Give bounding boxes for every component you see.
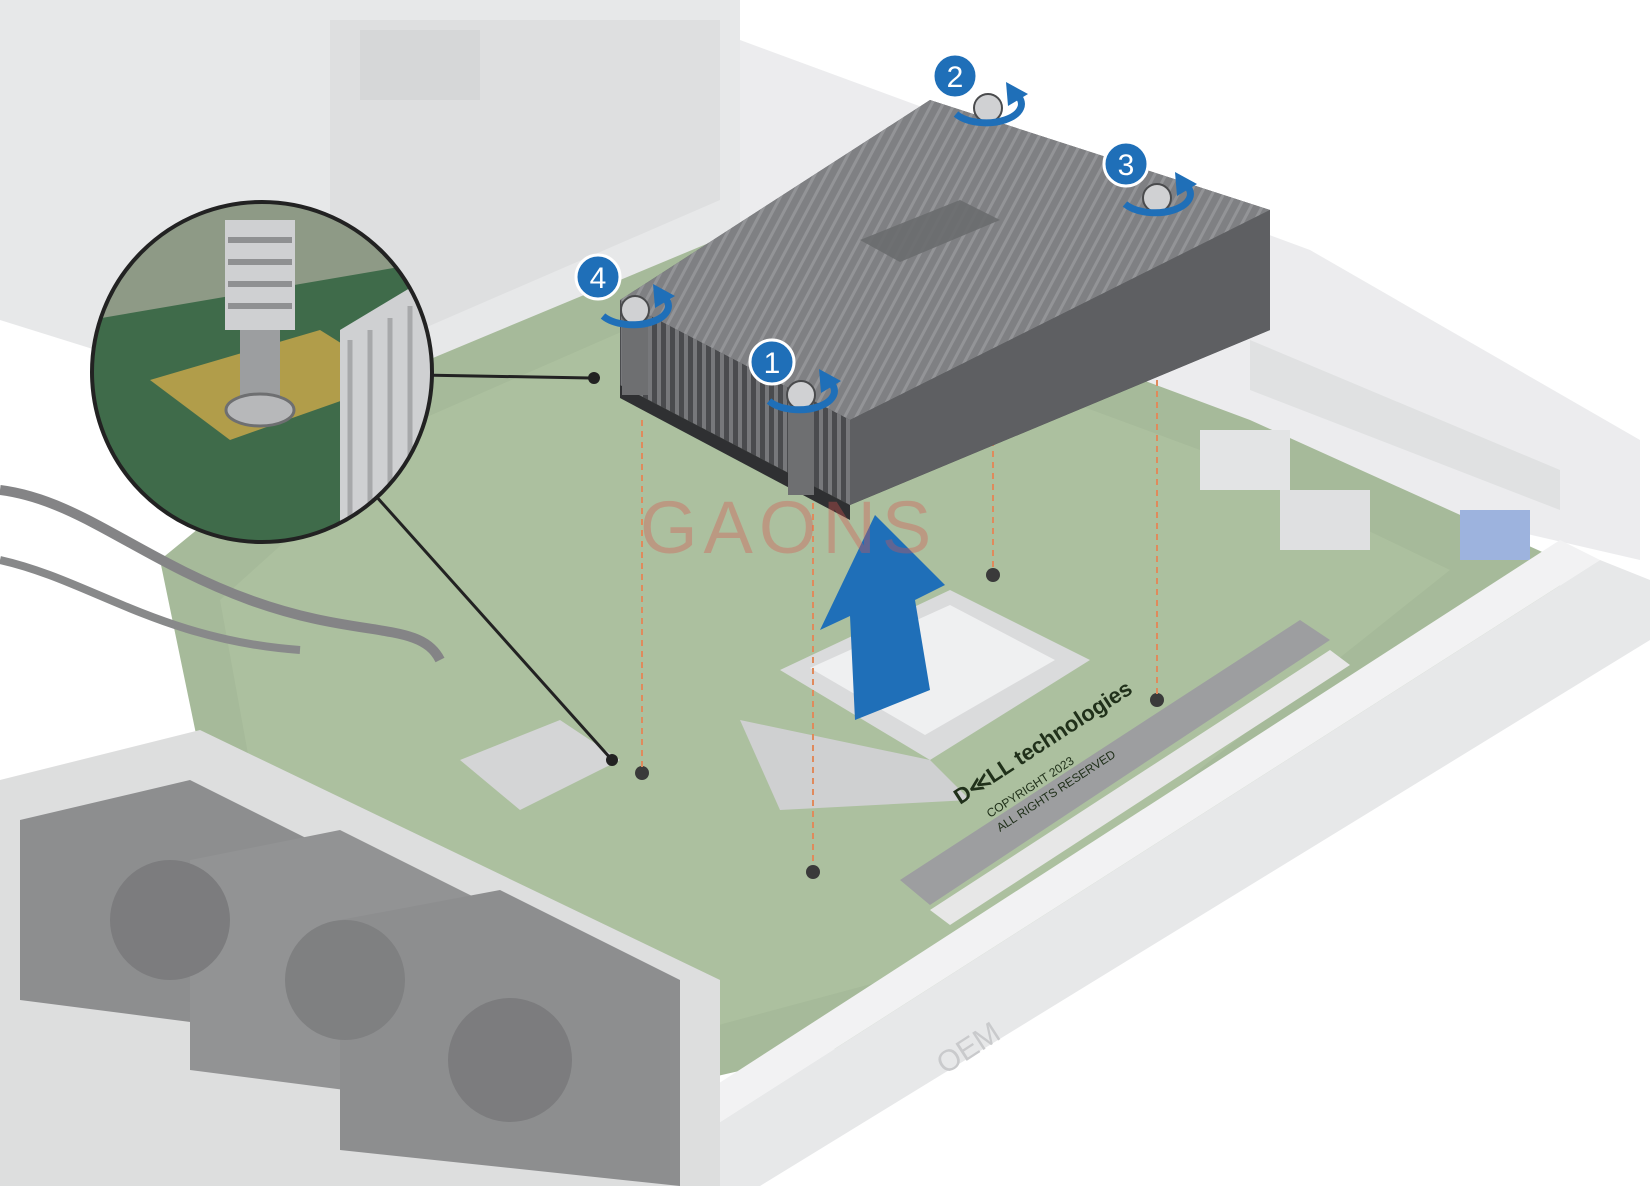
rotate-ccw-icon: [766, 378, 838, 414]
port-block-2: [1280, 490, 1370, 550]
step-number: 1: [764, 347, 781, 380]
step-circle: [574, 253, 622, 301]
dimm-slots-2: [930, 650, 1350, 925]
rotate-ccw-icon: [600, 293, 672, 329]
screw-2: [973, 93, 1003, 123]
callout-line-bottom: [373, 494, 614, 761]
step-circle: [748, 338, 796, 386]
arrow-up-icon: [820, 515, 945, 720]
step-badge-3: 3: [1102, 140, 1150, 188]
step-number: 3: [1118, 149, 1135, 182]
callout-line-top: [419, 373, 591, 380]
cpu-socket-frame: [740, 720, 970, 810]
rotate-arrows: [600, 82, 1197, 414]
chipset-heatsink: [460, 720, 620, 810]
alignment-guides: [641, 380, 1158, 866]
dimm-slots: [900, 620, 1330, 905]
step-number: 4: [590, 262, 607, 295]
screw-1: [786, 380, 816, 495]
callout-dot-bottom: [606, 754, 618, 766]
step-circle: [1102, 140, 1150, 188]
rotate-ccw-icon: [1122, 181, 1194, 217]
screw-3: [1142, 183, 1172, 213]
chassis-front-rail-top: [600, 540, 1600, 1186]
cable-2: [0, 556, 301, 654]
rotate-arrowhead: [1006, 82, 1028, 106]
step-badges: 1 2 3 4: [574, 52, 1150, 386]
step-badge-2: 2: [931, 52, 979, 100]
watermark: GAONS: [640, 486, 937, 569]
chassis-right-grille: [1250, 340, 1560, 510]
fan-assembly: [0, 730, 720, 1186]
step-badge-1: 1: [748, 338, 796, 386]
rotate-ccw-icon: [953, 91, 1025, 127]
cable: [0, 485, 445, 663]
callout-dot-top: [588, 372, 600, 384]
chassis-front-rail: [620, 560, 1650, 1186]
rotate-arrowhead: [653, 284, 675, 308]
step-number: 2: [947, 61, 964, 94]
cpu-heatsink: [620, 100, 1270, 520]
rotate-arrowhead: [819, 369, 841, 393]
heatsink-logo-area: [860, 200, 1000, 262]
blue-connector: [1460, 510, 1530, 560]
screw-4: [620, 295, 650, 395]
standoffs: [635, 568, 1164, 879]
port-block: [1200, 430, 1290, 490]
rotate-arrowhead: [1175, 172, 1197, 196]
zoom-callout: [90, 200, 434, 544]
step-circle: [931, 52, 979, 100]
step-badge-4: 4: [574, 253, 622, 301]
drive-slot: [360, 30, 480, 100]
